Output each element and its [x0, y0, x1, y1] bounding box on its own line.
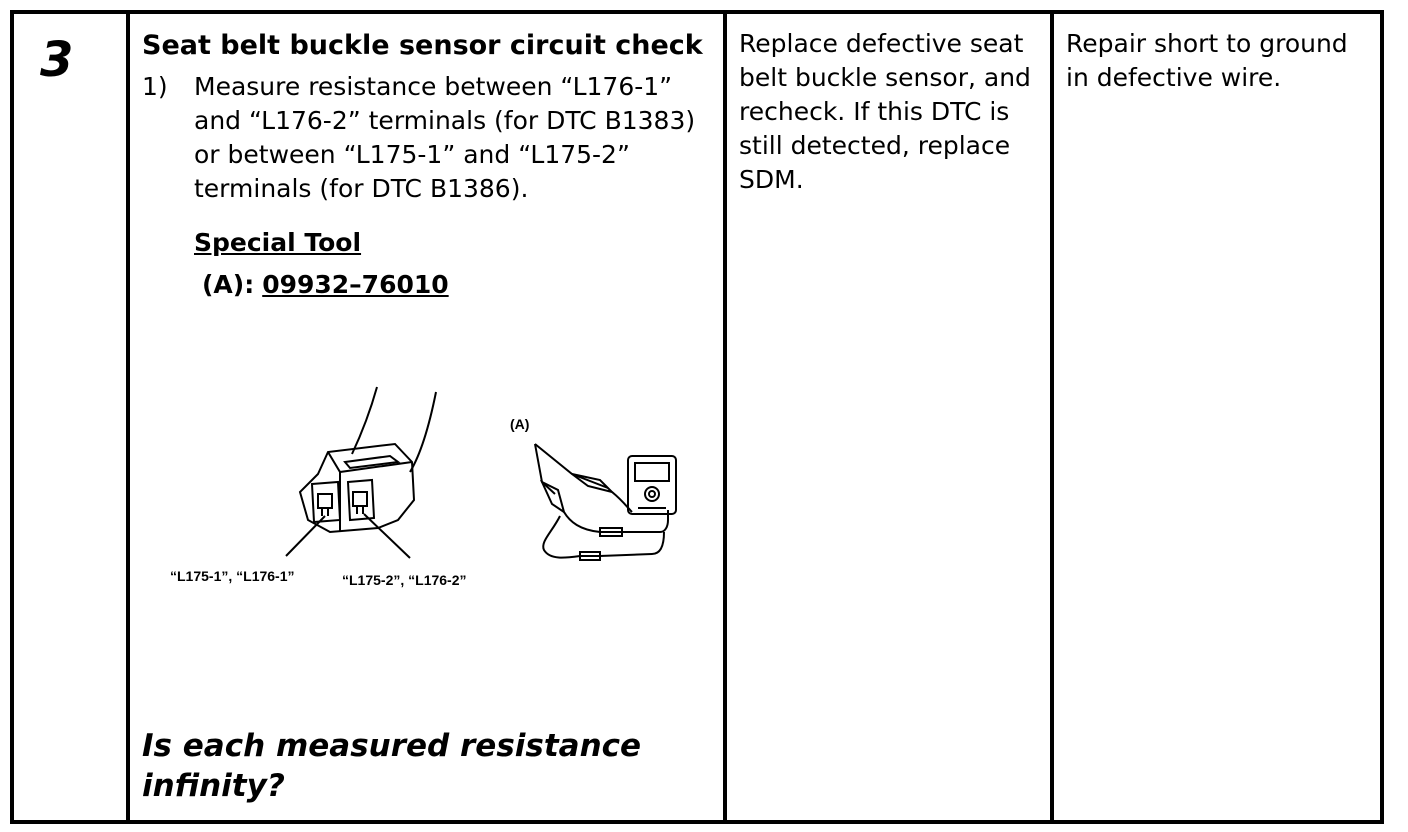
- tool-callout-label: (A): [510, 416, 530, 432]
- result-yes-cell: Replace defective seat belt buckle senso…: [739, 29, 1031, 194]
- table-border-bottom: [10, 820, 1384, 824]
- tool-number: 09932–76010: [262, 270, 449, 299]
- step-number: 3: [40, 32, 74, 88]
- diagnostic-table: [10, 10, 1384, 824]
- connector-icon: [285, 386, 677, 561]
- special-tool-heading: Special Tool: [194, 228, 362, 257]
- terminal-label-2: “L175-2”, “L176-2”: [342, 572, 467, 588]
- table-border-top: [10, 10, 1384, 14]
- column-divider-2: [723, 10, 727, 824]
- instruction-number: 1): [142, 72, 168, 101]
- table-border-right: [1380, 10, 1384, 824]
- table-border-left: [10, 10, 14, 824]
- instruction-item: 1) Measure resistance between “L176-1” a…: [142, 70, 714, 206]
- column-divider-3: [1050, 10, 1054, 824]
- check-question: Is each measured resistance infinity?: [142, 728, 642, 804]
- check-cell: Seat belt buckle sensor circuit check 1)…: [142, 27, 714, 302]
- result-no-cell: Repair short to ground in defective wire…: [1066, 29, 1348, 92]
- special-tool-line: (A):09932–76010: [202, 268, 714, 302]
- check-title: Seat belt buckle sensor circuit check: [142, 30, 703, 61]
- instruction-text: Measure resistance between “L176-1” and …: [194, 72, 696, 203]
- terminal-label-1: “L175-1”, “L176-1”: [170, 568, 295, 584]
- measurement-figure: (A) “L175-1”, “L176-1” “L175-2”, “L176-2…: [160, 382, 700, 602]
- tool-label: (A):: [202, 270, 255, 299]
- column-divider-1: [126, 10, 130, 824]
